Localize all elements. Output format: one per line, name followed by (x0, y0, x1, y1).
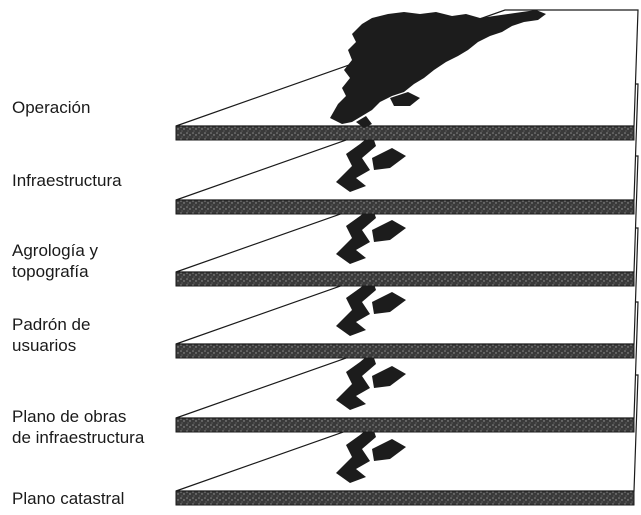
label-plano-catastral: Plano catastral (12, 489, 125, 508)
map-shape (336, 352, 376, 410)
label-operacion: Operación (12, 98, 91, 117)
map-shape (336, 134, 376, 192)
label-plano-obras: Plano de obras de infraestructura (12, 407, 145, 447)
map-shape (336, 206, 376, 264)
map-shape-full (330, 10, 546, 124)
slab-operacion (175, 9, 639, 141)
map-shape (336, 278, 376, 336)
label-padron-usuarios: Padrón de usuarios (12, 315, 91, 355)
label-agrologia-topografia: Agrología y topografía (12, 241, 98, 281)
map-shape (336, 425, 376, 483)
label-infraestructura: Infraestructura (12, 171, 122, 190)
